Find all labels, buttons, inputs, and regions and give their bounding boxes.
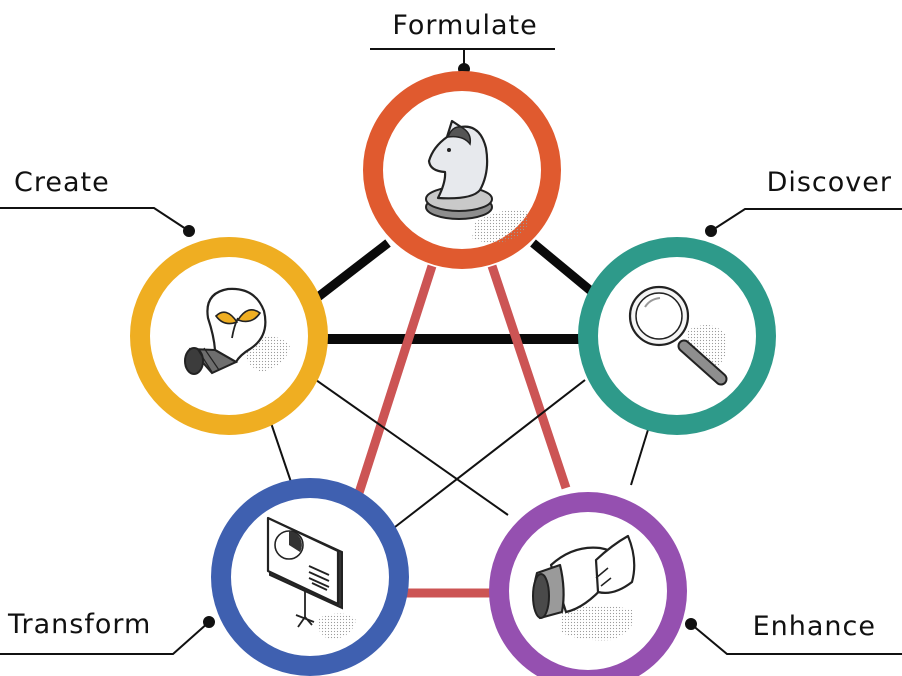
link-formulate-create [315,239,391,301]
discover-pointer [705,208,902,237]
node-create [130,237,328,435]
connections [269,239,652,598]
chess-knight-icon [425,119,529,243]
label-create: Create [14,167,110,198]
node-formulate [363,71,561,269]
link-discover-transform [394,379,586,528]
create-pointer [0,207,195,237]
label-discover: Discover [767,167,892,198]
magnifying-glass-icon [628,285,728,386]
link-discover-enhance [630,419,652,486]
node-transform [211,478,409,676]
lightbulb-sprout-icon [184,287,290,375]
formulate-pointer [370,48,555,75]
enhance-pointer [685,618,902,655]
link-formulate-enhance [487,264,571,490]
handshake-icon [532,534,636,641]
node-enhance [489,492,687,676]
link-formulate-discover [530,239,594,295]
link-create-transform [269,419,292,483]
label-enhance: Enhance [753,611,876,642]
label-transform: Transform [7,609,151,640]
link-create-enhance [315,379,509,516]
node-discover [578,237,776,435]
link-formulate-transform [353,264,437,498]
transform-pointer [0,616,215,655]
presentation-board-icon [266,516,356,640]
label-formulate: Formulate [392,10,537,41]
